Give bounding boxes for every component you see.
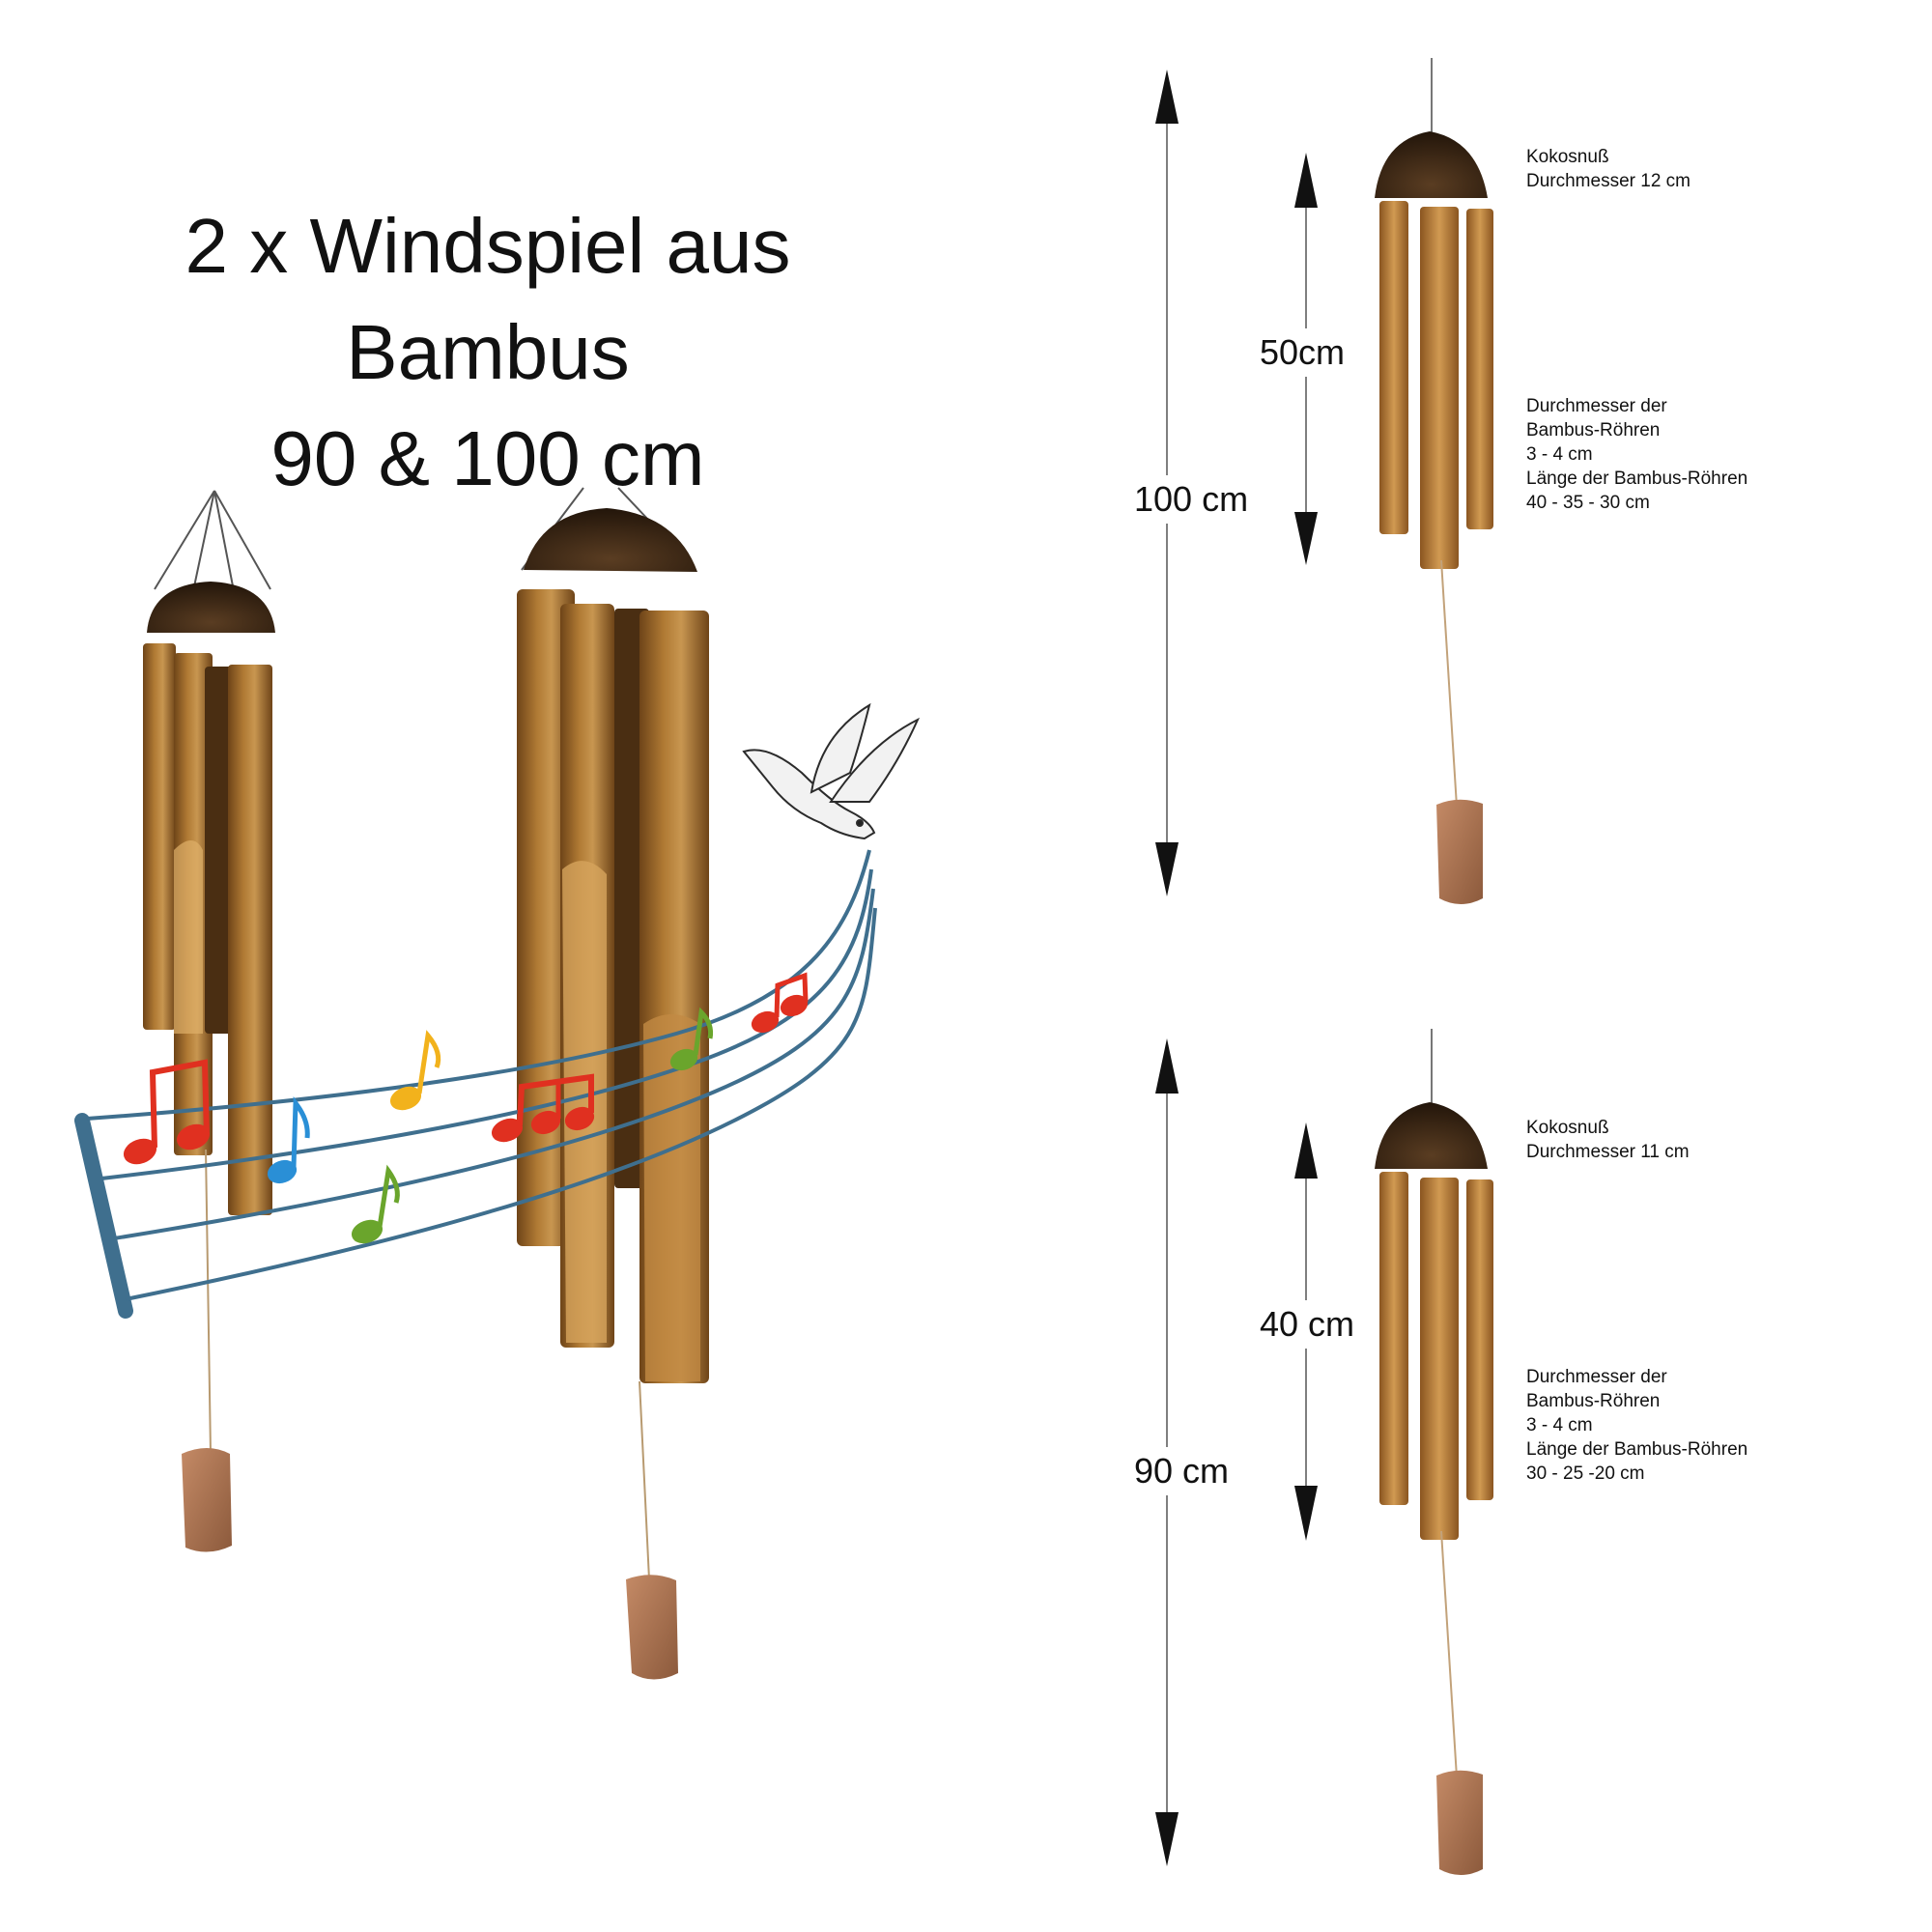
coconut-info-90: Kokosnuß Durchmesser 11 cm: [1526, 1116, 1690, 1164]
red-note-pair: [124, 1059, 210, 1165]
title-line-2: 90 & 100 cm: [270, 415, 705, 501]
dimension-drawing-90: [1155, 1029, 1493, 1875]
total-length-label-90: 90 cm: [1128, 1447, 1236, 1495]
tube-diameter-label-2: Bambus-Röhren: [1526, 1391, 1661, 1411]
title-line-1: 2 x Windspiel aus Bambus: [185, 203, 791, 395]
dove-icon: [742, 702, 921, 840]
tube-section-label-40: 40 cm: [1254, 1300, 1361, 1349]
dimension-drawing-100: [1155, 58, 1493, 904]
coconut-diameter: Durchmesser 11 cm: [1526, 1142, 1690, 1162]
coconut-shell: [147, 582, 275, 633]
coconut-diameter: Durchmesser 12 cm: [1526, 171, 1690, 191]
tube-info-100: Durchmesser der Bambus-Röhren 3 - 4 cm L…: [1526, 394, 1747, 515]
yellow-note: [390, 1030, 441, 1111]
blue-note: [267, 1095, 310, 1184]
green-note-right: [669, 1007, 714, 1071]
tube-section-label-50: 50cm: [1254, 328, 1351, 377]
tube-length-label: Länge der Bambus-Röhren: [1526, 469, 1748, 489]
tube-info-90: Durchmesser der Bambus-Röhren 3 - 4 cm L…: [1526, 1365, 1747, 1486]
coconut-label: Kokosnuß: [1526, 147, 1609, 167]
tube-diameter-label-1: Durchmesser der: [1526, 1367, 1667, 1387]
tube-diameter-value: 3 - 4 cm: [1526, 1415, 1593, 1435]
tube-length-value: 30 - 25 -20 cm: [1526, 1463, 1645, 1484]
red-note-group: [492, 1073, 595, 1143]
coconut-label: Kokosnuß: [1526, 1118, 1609, 1138]
music-notes: [124, 972, 809, 1244]
red-note-right: [751, 972, 809, 1034]
small-wind-chime: [143, 490, 275, 1552]
coconut-shell: [524, 508, 697, 572]
green-note: [352, 1164, 400, 1244]
coconut-info-100: Kokosnuß Durchmesser 12 cm: [1526, 145, 1690, 193]
tube-length-value: 40 - 35 - 30 cm: [1526, 493, 1650, 513]
tube-diameter-label-2: Bambus-Röhren: [1526, 420, 1661, 440]
tube-length-label: Länge der Bambus-Röhren: [1526, 1439, 1748, 1460]
tube-diameter-label-1: Durchmesser der: [1526, 396, 1667, 416]
wind-catcher: [626, 1575, 678, 1680]
page-title: 2 x Windspiel aus Bambus 90 & 100 cm: [39, 193, 937, 512]
music-staff: [74, 849, 877, 1319]
tube-diameter-value: 3 - 4 cm: [1526, 444, 1593, 465]
wind-catcher: [182, 1448, 232, 1552]
total-length-label-100: 100 cm: [1128, 475, 1255, 524]
